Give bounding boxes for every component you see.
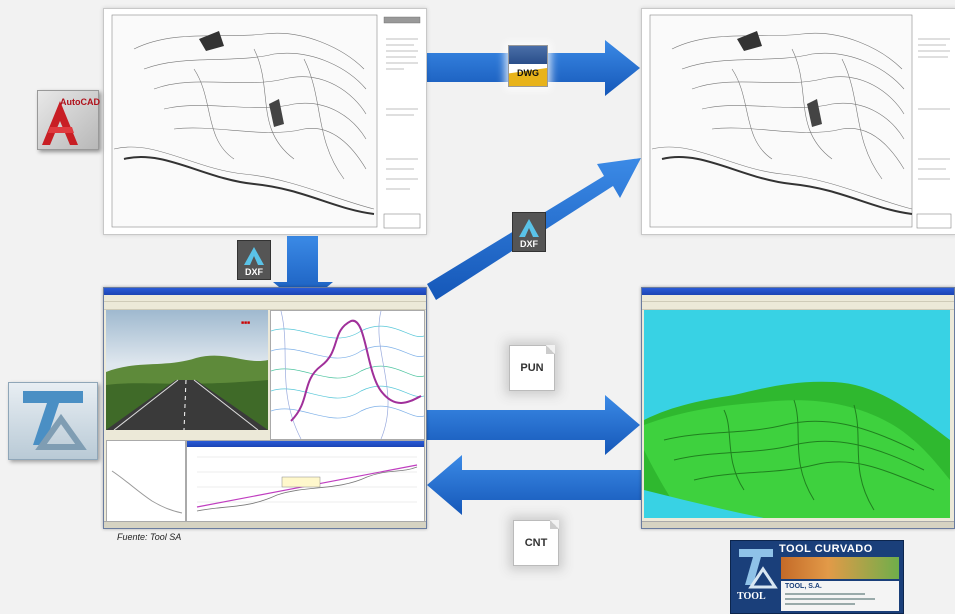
dxf-file-icon: DXF <box>237 240 271 280</box>
curvado-toolbar <box>642 302 954 310</box>
dxf-file-icon-diagonal: DXF <box>512 212 546 252</box>
tool-curvado-logo: TOOL CURVADO TOOL TOOL, S.A. <box>730 540 904 614</box>
contour-map-left <box>111 14 421 229</box>
dwg-file-icon: DWG <box>508 45 548 87</box>
arrow-pun-right <box>427 395 640 455</box>
pun-label: PUN <box>520 362 544 374</box>
tool-company-name: TOOL, S.A. <box>785 583 822 590</box>
curvado-titlebar <box>642 288 954 295</box>
tool-curvado-window <box>641 287 955 529</box>
window-menubar <box>104 295 426 302</box>
dwg-label: DWG <box>517 68 539 78</box>
cnt-file-icon: CNT <box>513 520 559 566</box>
window-toolbar <box>104 302 426 310</box>
contour-map-right <box>649 14 952 229</box>
pun-file-icon: PUN <box>509 345 555 391</box>
map-drawing-left <box>103 8 427 235</box>
window-titlebar <box>104 288 426 295</box>
mini-plan-view <box>106 440 186 522</box>
curvado-menubar <box>642 295 954 302</box>
arrow-cnt-left <box>427 455 641 515</box>
window-statusbar <box>104 521 426 528</box>
profile-graph <box>186 440 425 522</box>
curvado-statusbar <box>642 521 954 528</box>
road-3d-view: ■■■ <box>106 310 268 430</box>
tool-mini-logo-icon <box>739 549 778 589</box>
autocad-label: AutoCAD <box>60 97 100 107</box>
cnt-label: CNT <box>524 537 548 549</box>
source-credit: Fuente: Tool SA <box>117 532 182 542</box>
svg-text:■■■: ■■■ <box>241 320 250 326</box>
autocad-icon: AutoCAD <box>37 90 100 150</box>
dxf-label-mid: DXF <box>520 239 538 249</box>
terrain-3d-view <box>644 310 950 518</box>
tool-logo-icon <box>8 382 98 460</box>
tool-curvado-title: TOOL CURVADO <box>779 543 873 555</box>
plan-contour-view <box>270 310 425 440</box>
tool-word: TOOL <box>737 591 766 602</box>
dxf-label-top: DXF <box>245 267 263 277</box>
tool-software-window: ■■■ <box>103 287 427 529</box>
map-drawing-right <box>641 8 955 235</box>
